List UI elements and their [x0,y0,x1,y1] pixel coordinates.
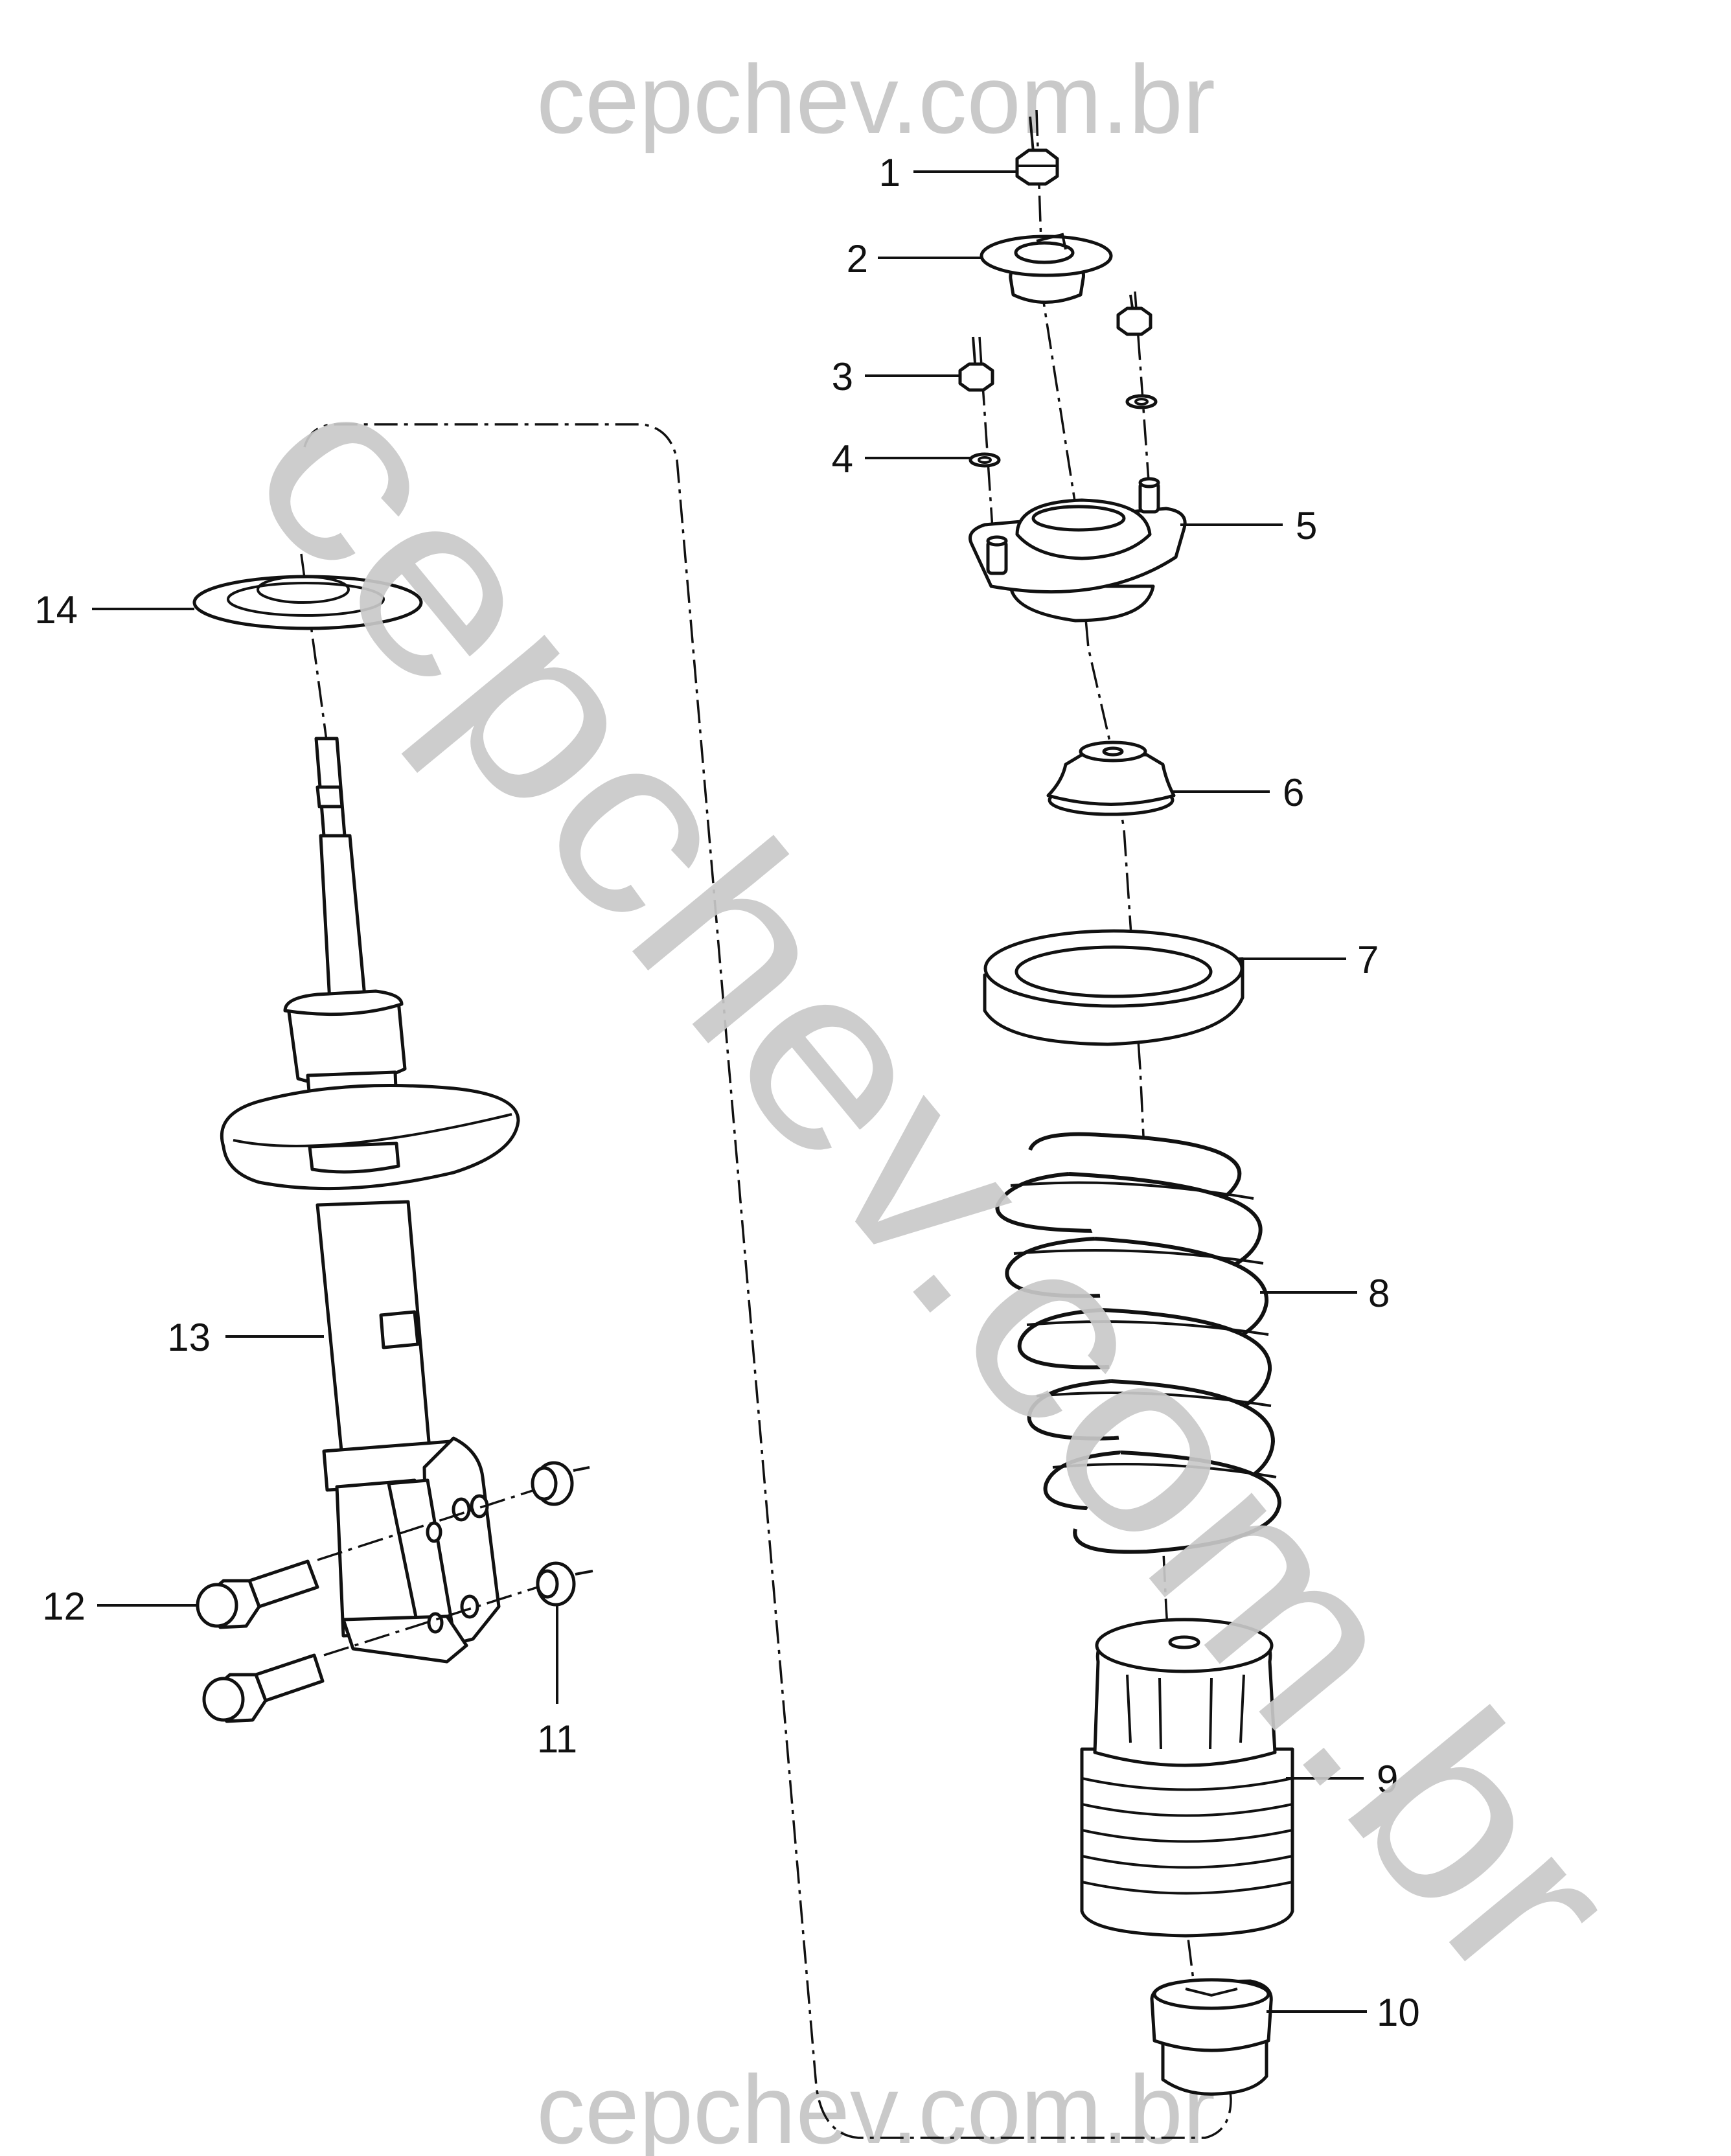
bolt-axis-upper [317,1489,535,1561]
bolt-axis-lower [323,1586,538,1657]
top-nut [1015,116,1059,186]
callout-8: 8 [1368,1272,1390,1315]
knuckle-nut-upper [531,1461,590,1506]
callout-6: 6 [1283,771,1304,814]
assembly-group-border [303,423,1232,2139]
bearing-seat [1046,740,1176,816]
watermark-top: cepchev.com.br [536,45,1215,154]
upper-spring-insulator [983,929,1244,1046]
bump-stop [1150,1978,1273,2096]
lower-spring-insulator [192,575,423,630]
callout-13: 13 [167,1316,211,1359]
callout-7: 7 [1357,938,1379,981]
dust-boot [1080,1618,1294,1938]
strut-mount [969,477,1187,623]
mount-nut-right [1116,294,1152,336]
callout-5: 5 [1296,504,1317,547]
watermark-bottom: cepchev.com.br [536,2055,1215,2156]
watermark-diagonal: cepchev.com.br [197,330,1673,2035]
callout-11: 11 [537,1717,577,1761]
callout-2: 2 [847,237,868,281]
knuckle-bolt-lower [202,1653,325,1723]
callout-12: 12 [42,1585,86,1628]
callout-1: 1 [879,151,900,194]
callout-3: 3 [832,355,853,398]
callout-4: 4 [832,437,853,481]
upper-washer-bushing [980,233,1113,304]
coil-spring [995,1132,1281,1554]
strut-axis [300,553,328,746]
callout-14: 14 [34,588,78,632]
knuckle-nut-lower [536,1561,593,1607]
strut-assembly [220,737,520,1664]
knuckle-bolt-upper [196,1559,319,1629]
callout-10: 10 [1377,1991,1420,2034]
callout-9: 9 [1377,1758,1398,1801]
mount-washer-right [1125,394,1158,409]
stud-axis-left [978,336,996,558]
mount-washer-left [969,452,1001,468]
mount-nut-left [958,336,994,392]
